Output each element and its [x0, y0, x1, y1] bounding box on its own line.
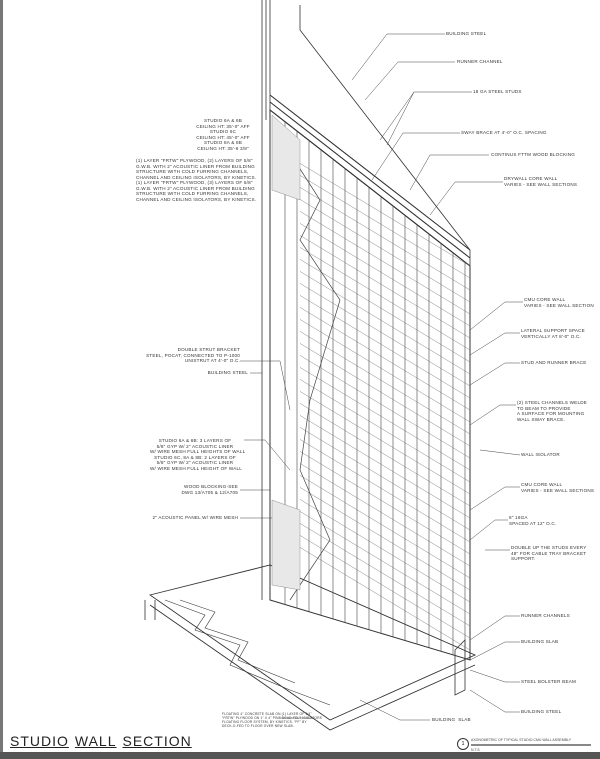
- cmu-course: [299, 187, 471, 291]
- cmu-course: [299, 367, 471, 471]
- bolster-beam: [144, 600, 466, 696]
- building-steel-column: [261, 0, 271, 600]
- detail-scale: N.T.S.: [471, 748, 481, 752]
- acoustic-panel-hatch: [271, 114, 301, 201]
- cmu-course: [299, 223, 471, 327]
- label-wood-blocking-see: WOOD BLOCKING-SEE DWG 13/A705 & 12/A705: [181, 484, 238, 495]
- cmu-course: [299, 271, 471, 375]
- cmu-course: [299, 487, 471, 591]
- caption-underline: [471, 744, 591, 746]
- label-lateral-support: LATERAL SUPPORT SPACE VERTICALLY AT 8'-0…: [521, 328, 585, 339]
- label-steel-channels: (2) STEEL CHANNELS WELDE TO BEAM TO PROV…: [517, 400, 587, 422]
- page-edge: [0, 0, 3, 759]
- label-double-studs: DOUBLE UP THE STUDS EVERY 48" FOR CABLE …: [511, 545, 587, 562]
- drawing-title: STUDIO WALL SECTION: [10, 733, 198, 749]
- label-building-steel: BUILDING STEEL: [446, 31, 487, 36]
- cmu-course: [299, 391, 471, 495]
- label-building-slab-bottom: BUILDING SLAB: [432, 717, 471, 722]
- cmu-course: [299, 499, 471, 603]
- title-word: WALL: [74, 733, 117, 749]
- cmu-course: [299, 211, 471, 315]
- label-16ga-studs: 6" 16GA SPACED AT 12" O.C.: [509, 515, 557, 526]
- label-acoustic-panel: 2" ACOUSTIC PANEL W/ WIRE MESH: [152, 515, 238, 520]
- cmu-course: [299, 319, 471, 423]
- label-sway-brace: SWAY BRACE AT 4'-0" O.C. SPACING: [461, 130, 547, 135]
- cmu-course: [299, 523, 471, 627]
- label-runner-channels: RUNNER CHANNELS: [521, 613, 570, 618]
- label-cmu-core-wall: CMU CORE WALL VARIES - SEE WALL SECTION: [524, 297, 594, 308]
- floating-floor-edge: [164, 599, 331, 706]
- label-studio-gyp-layers: STUDIO 6A & 6B: 3 LAYERS OF 5/8" GYP W/ …: [150, 438, 246, 471]
- label-drywall-core-wall: DRYWALL CORE WALL VARIES - SEE WALL SECT…: [504, 176, 578, 187]
- label-building-steel-bottom: BUILDING STEEL: [521, 709, 562, 714]
- cmu-course: [299, 451, 471, 555]
- cmu-course: [299, 283, 471, 387]
- floor-slab: [148, 564, 477, 731]
- label-runner-channel: RUNNER CHANNEL: [457, 59, 503, 64]
- cmu-course: [299, 247, 471, 351]
- label-ceiling-heights: STUDIO 6A & 6B CEILING HT: 35'-0" AFF ST…: [196, 118, 250, 151]
- cmu-course: [299, 175, 471, 279]
- title-word: SECTION: [122, 733, 192, 749]
- cmu-course: [299, 379, 471, 483]
- cmu-course: [299, 307, 471, 411]
- cmu-course: [299, 439, 471, 543]
- label-plywood-note-1: (1) LAYER "FRTW" PLYWOOD, (2) LAYERS OF …: [136, 158, 257, 180]
- cmu-course: [299, 163, 471, 267]
- cmu-course: [299, 259, 471, 363]
- acoustic-panel-hatch-lower: [271, 499, 301, 591]
- upper-panel: [299, 5, 471, 300]
- label-stud-runner-brace: STUD AND RUNNER BRACE: [521, 360, 587, 365]
- cmu-course: [299, 547, 471, 651]
- cmu-course: [299, 475, 471, 579]
- label-building-steel-left: BUILDING STEEL: [207, 370, 248, 375]
- cmu-course: [299, 403, 471, 507]
- cmu-course: [299, 331, 471, 435]
- cmu-course: [299, 235, 471, 339]
- label-wall-isolator: WALL ISOLATOR: [521, 452, 560, 457]
- cmu-course: [299, 463, 471, 567]
- label-strut-bracket: DOUBLE STRUT BRACKET STEEL, POCAT, CONNE…: [146, 347, 240, 364]
- label-building-slab: BUILDING SLAB: [521, 639, 559, 644]
- cmu-course: [299, 199, 471, 303]
- detail-caption: AXONOMETRIC OF TYPICAL STUDIO CMU WALL A…: [471, 738, 572, 742]
- cmu-course: [299, 343, 471, 447]
- cmu-course: [299, 295, 471, 399]
- label-cmu-core-wall-2: CMU CORE WALL VARIES - SEE WALL SECTIONS: [521, 482, 595, 493]
- cutaway-gyp-layers: [274, 129, 341, 601]
- detail-number-bubble: 1: [457, 738, 469, 750]
- label-plywood-note-2: (1) LAYER "FRTW" PLYWOOD, (3) LAYERS OF …: [136, 180, 257, 202]
- label-steel-bolster-beam: STEEL BOLSTER BEAM: [521, 679, 576, 684]
- cmu-course: [299, 535, 471, 639]
- title-word: STUDIO: [10, 733, 69, 749]
- label-wood-blocking: CONTINUS FTTM WOOD BLOCKING: [491, 152, 576, 157]
- leader-lines: [240, 33, 523, 721]
- page-bottom-border: [0, 752, 600, 759]
- cmu-course: [299, 427, 471, 531]
- label-steel-studs: 18 GA STEEL STUDS: [473, 89, 522, 94]
- label-floating-floor: FLOATING 4" CONCRETE SLAB ON (1) LAYER O…: [222, 712, 323, 728]
- cmu-course: [299, 415, 471, 519]
- cmu-course: [299, 355, 471, 459]
- cmu-course: [299, 511, 471, 615]
